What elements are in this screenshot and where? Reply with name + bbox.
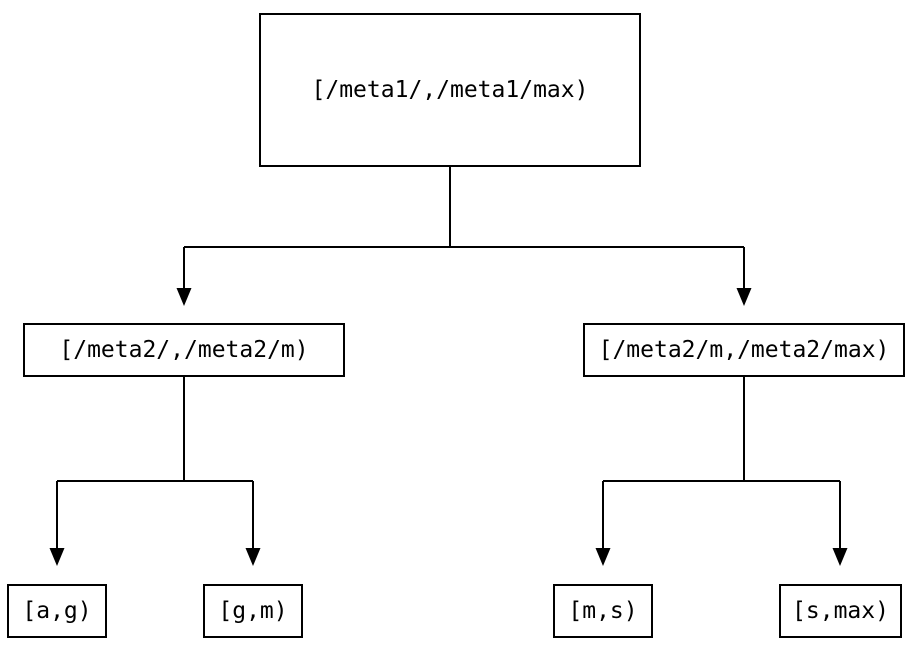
node-leaf-smax: [s,max) [779,584,902,638]
edge-root-trunk [183,167,745,288]
node-left-interval: [/meta2/,/meta2/m) [23,323,345,377]
arrow-down-icon [245,548,261,566]
arrow-down-icon [176,288,192,306]
arrow-down-icon [736,288,752,306]
arrow-down-icon [595,548,611,566]
arrow-down-icon [49,548,65,566]
edge-left-trunk [56,377,254,548]
node-root-interval: [/meta1/,/meta1/max) [259,13,641,167]
edge-right-trunk [602,377,841,548]
node-leaf-ag: [a,g) [7,584,107,638]
node-leaf-gm: [g,m) [203,584,303,638]
node-right-interval: [/meta2/m,/meta2/max) [583,323,905,377]
node-leaf-ms: [m,s) [553,584,653,638]
arrow-down-icon [832,548,848,566]
